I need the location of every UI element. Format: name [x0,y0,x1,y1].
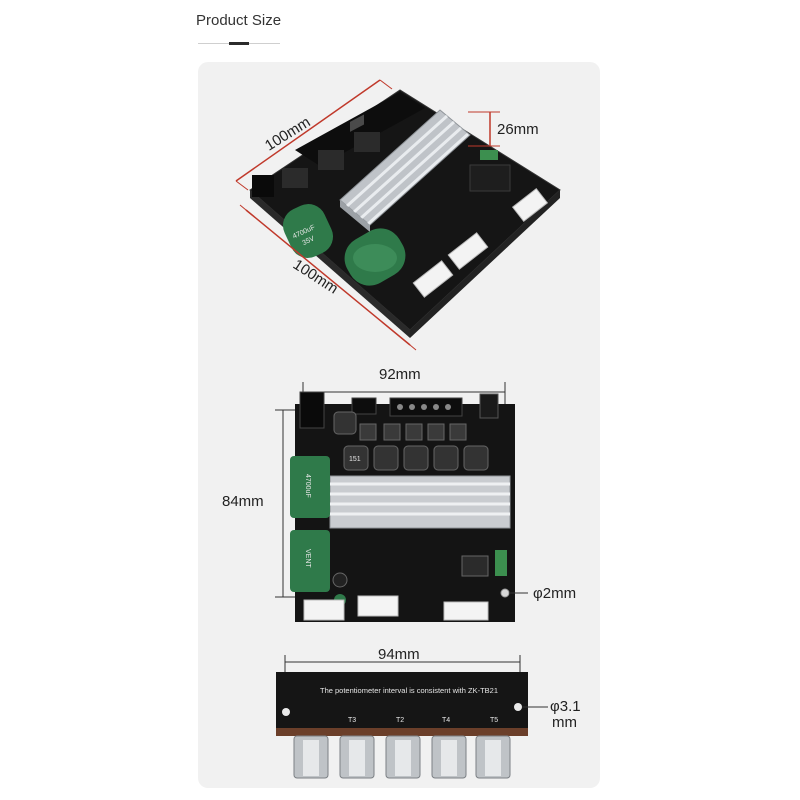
front-connector-2 [357,595,399,617]
isometric-capacitor-2 [344,228,406,286]
knob-label-1: T3 [348,717,356,724]
front-main-ic [461,555,489,577]
page-title: Product Size [196,12,282,29]
isometric-bt-module [469,164,511,192]
panel-note: The potentiometer interval is consistent… [320,686,498,695]
terminal-block-row [295,92,425,166]
knob-label-4: T5 [490,717,498,724]
inductor-mark: 151 [349,456,361,463]
mounting-hole [500,588,510,598]
board-height-label: 84mm [222,493,264,510]
front-chip-row [359,423,467,441]
panel-hole-left [282,708,290,716]
front-heatsink [329,475,511,529]
knob-label-3: T4 [442,717,450,724]
capacitor-voltage-label: 35V [301,235,316,247]
isometric-dimension-lines [235,79,500,351]
front-connector-3 [443,601,489,621]
isometric-connector-1 [412,260,454,298]
top-height-label: 26mm [497,121,539,138]
knob-2 [339,735,375,779]
front-dc-jack [299,391,325,429]
knob-label-2: T2 [396,717,404,724]
front-capacitor-label: 4700uF [304,474,311,498]
isometric-capacitor-1: 4700uF 35V [282,204,334,258]
front-bt-antenna [495,550,507,576]
front-audio-jack [479,393,499,419]
front-board-view: 92mm 84mm 1 [222,366,576,622]
isometric-board-view: 4700uF 35V 100mm 26mm 100mm [235,79,561,351]
potentiometer-knobs [293,735,511,779]
hole-diameter-label: φ2mm [533,585,576,602]
front-capacitor-1: 4700uF [290,456,330,518]
front-inductor-row: 151 [333,411,489,471]
front-connector-1 [303,599,345,621]
isometric-connector-2 [447,232,489,270]
knob-4 [431,735,467,779]
front-terminal-block-left [351,397,377,415]
control-panel-view: 94mm The potentiometer interval is consi… [276,646,581,779]
knob-3 [385,735,421,779]
isometric-dc-jack [252,175,274,197]
title-divider-accent [229,42,249,45]
isometric-connector-3 [511,187,549,223]
panel-hole-label-line2: mm [552,714,577,731]
front-capacitor-2: VENT [290,530,330,592]
knob-1 [293,735,329,779]
isometric-heatsink [339,109,471,232]
panel-width-label: 94mm [378,646,420,663]
panel-pcb [276,672,528,728]
knob-5 [475,735,511,779]
inductor-row [282,132,380,188]
front-capacitor-vent-label: VENT [304,549,311,568]
panel-hole-label-line1: φ3.1 [550,698,581,715]
panel-hole-right [514,703,522,711]
board-width-label: 92mm [379,366,421,383]
front-small-cap [332,572,348,588]
